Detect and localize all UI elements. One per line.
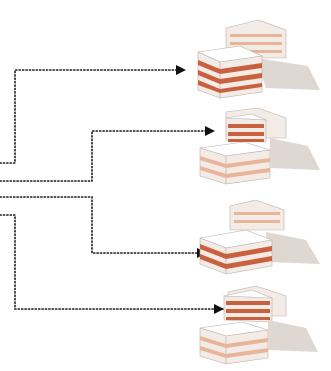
building-1 (196, 19, 320, 99)
highlight-stripe (198, 70, 220, 84)
highlight-stripe (200, 254, 226, 269)
highlight-stripe (220, 83, 262, 93)
connector-line-3 (0, 196, 207, 258)
highlight-stripe (228, 139, 264, 142)
rear-tower-stripe (234, 220, 280, 223)
connector-line-4 (0, 214, 224, 314)
lower-block-stripe (226, 168, 270, 178)
highlight-stripe (226, 309, 270, 313)
highlight-stripe (198, 80, 220, 93)
lower-block-stripe (200, 166, 226, 178)
connector-line-1 (0, 65, 186, 164)
lower-block-stripe (226, 158, 270, 168)
connector-line-2 (0, 126, 215, 182)
right-wing (266, 232, 320, 264)
highlight-stripe (226, 246, 272, 259)
highlighted-block-side (225, 117, 267, 143)
building-3 (198, 199, 320, 275)
connector-group (0, 65, 224, 314)
highlight-stripe (226, 256, 272, 269)
lower-block-stripe (226, 348, 268, 358)
highlight-stripe (198, 60, 220, 74)
rear-tower-stripe (234, 212, 280, 215)
right-wing (270, 138, 320, 170)
building-4 (199, 285, 318, 365)
rear-tower-stripe (230, 50, 282, 53)
lower-block-stripe (200, 336, 226, 348)
highlight-stripe (228, 132, 264, 136)
highlight-stripe (226, 301, 270, 305)
highlight-stripe (220, 73, 262, 84)
rear-tower-stripe (230, 34, 282, 37)
lower-block-stripe (226, 338, 268, 348)
rear-tower-stripe (230, 42, 282, 45)
highlight-stripe (200, 244, 226, 259)
highlight-stripe (220, 63, 262, 74)
highlight-stripe (226, 317, 270, 320)
lower-block-stripe (200, 346, 226, 358)
right-wing (268, 320, 318, 352)
lower-block-stripe (200, 156, 226, 168)
right-wing (256, 58, 320, 90)
highlight-stripe (228, 124, 264, 128)
building-2 (199, 107, 320, 185)
